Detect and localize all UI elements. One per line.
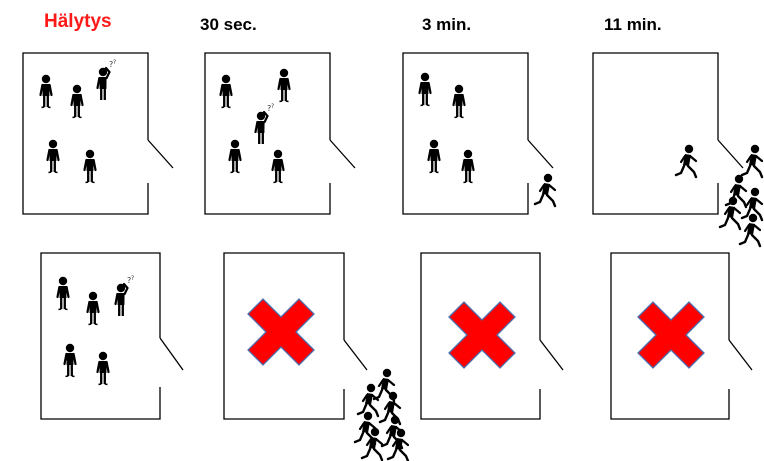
person-icon: [418, 71, 432, 107]
room-11min-top: [592, 52, 744, 215]
red-cross-icon: [448, 301, 516, 369]
person-icon: [83, 148, 97, 184]
people-30sec-top: [219, 67, 291, 184]
confused-person-icon: [254, 101, 276, 146]
red-cross-icon: [637, 301, 705, 369]
confused-person-icon: [96, 57, 118, 102]
walking-person-icon: [356, 382, 380, 418]
walking-person-icon: [740, 143, 764, 179]
person-icon: [70, 83, 84, 119]
person-icon: [46, 138, 60, 174]
person-icon: [271, 148, 285, 184]
person-icon: [56, 275, 70, 311]
red-cross-icon: [247, 298, 315, 366]
walking-person-icon: [360, 426, 384, 461]
alarm-label: Hälytys: [44, 11, 112, 32]
room-alarm-bottom: [40, 252, 184, 420]
room-3min-top: [402, 52, 554, 215]
person-icon: [96, 350, 110, 386]
person-icon: [86, 290, 100, 326]
people-11min-top: [674, 143, 764, 248]
confused-person-icon: [114, 273, 136, 318]
walking-person-icon: [674, 143, 698, 179]
room-alarm-top: [22, 52, 174, 215]
walking-person-icon: [533, 172, 557, 208]
room-3min-bottom: [420, 252, 564, 420]
room-30sec-bottom: [223, 252, 368, 420]
person-icon: [461, 148, 475, 184]
time-label-11min: 11 min.: [604, 15, 662, 34]
person-icon: [228, 138, 242, 174]
people-30sec-bottom: [353, 367, 410, 461]
people-alarm-bottom: [56, 273, 136, 386]
room-30sec-top: [204, 52, 356, 215]
person-icon: [427, 138, 441, 174]
person-icon: [39, 73, 53, 109]
person-icon: [63, 342, 77, 378]
time-label-30sec: 30 sec.: [200, 15, 257, 34]
person-icon: [219, 73, 233, 109]
person-icon: [277, 67, 291, 103]
room-11min-bottom: [610, 252, 753, 420]
person-icon: [452, 83, 466, 119]
people-3min-top: [418, 71, 557, 208]
walking-person-icon: [718, 195, 742, 231]
time-label-3min: 3 min.: [422, 15, 472, 34]
people-alarm-top: [39, 57, 118, 184]
